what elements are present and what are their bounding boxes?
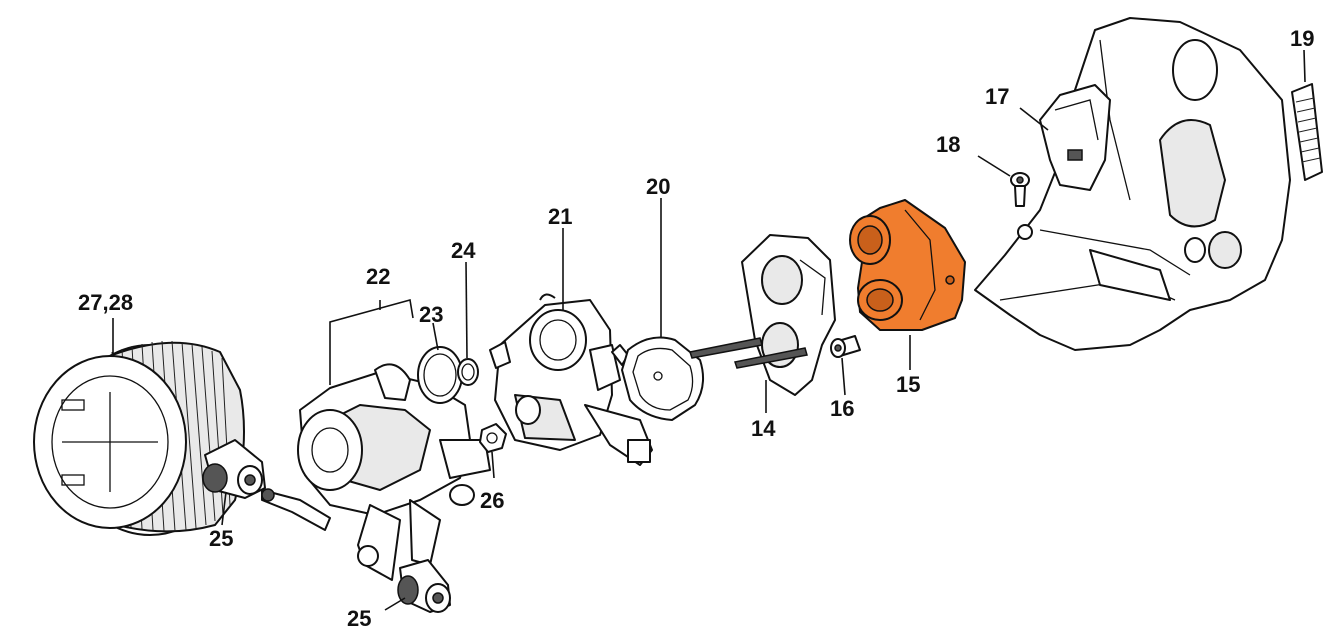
label-bracket: 17 — [985, 84, 1009, 109]
screw-16-part[interactable] — [830, 335, 861, 358]
label-manifold: 15 — [896, 372, 920, 397]
grommet-upper-part[interactable] — [202, 439, 266, 499]
label-cover: 19 — [1290, 26, 1314, 51]
air-filter-part[interactable] — [33, 340, 245, 536]
grip-cover-part[interactable] — [1291, 83, 1323, 181]
label-screw16: 16 — [830, 396, 854, 421]
label-ring: 24 — [451, 238, 476, 263]
label-grommet-lower: 25 — [347, 606, 371, 631]
crankcase-frame-part[interactable] — [974, 17, 1291, 351]
o-ring-part[interactable] — [417, 346, 463, 404]
flange-part[interactable] — [689, 234, 836, 396]
label-carburetor: 21 — [548, 204, 572, 229]
filter-housing-part[interactable] — [261, 363, 491, 581]
intake-manifold-part[interactable] — [849, 199, 966, 331]
label-oring: 23 — [419, 302, 443, 327]
label-flange: 14 — [751, 416, 776, 441]
carburetor-part[interactable] — [489, 293, 653, 466]
gasket-part[interactable] — [621, 336, 705, 421]
label-gasket: 20 — [646, 174, 670, 199]
label-filter: 27,28 — [78, 290, 133, 315]
bracket-part[interactable] — [1039, 84, 1111, 191]
label-nut: 26 — [480, 488, 504, 513]
label-screw18: 18 — [936, 132, 960, 157]
label-grommet-upper: 25 — [209, 526, 233, 551]
screw-18-part[interactable] — [1010, 172, 1030, 207]
label-housing: 22 — [366, 264, 390, 289]
nut-part[interactable] — [479, 423, 507, 453]
leader-lines — [112, 49, 1306, 611]
grommet-lower-part[interactable] — [397, 559, 451, 613]
sealing-ring-part[interactable] — [457, 358, 479, 386]
part-labels: 27,28 22 23 24 21 20 14 16 15 18 17 19 2… — [78, 26, 1314, 631]
